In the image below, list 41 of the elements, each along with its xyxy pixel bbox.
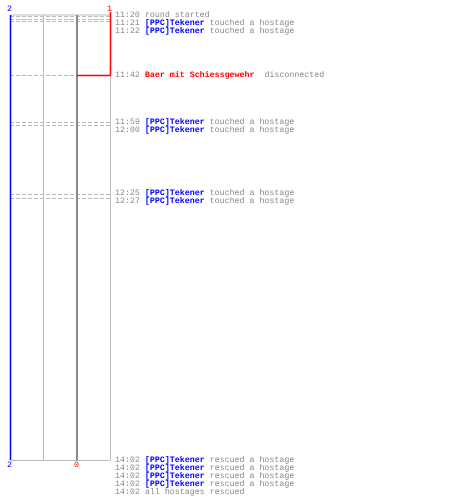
log-time: 14:02 [115, 465, 140, 473]
axis-number: 1 [107, 6, 112, 14]
log-event: all hostages rescued [144, 489, 244, 497]
player-name: [PPC]Tekener [144, 190, 205, 198]
axis-number: 2 [7, 462, 12, 470]
log-event: rescued a hostage [210, 473, 294, 481]
player-name: [PPC]Tekener [144, 473, 205, 481]
log-time: 11:21 [115, 20, 140, 28]
log-time: 11:59 [115, 119, 140, 127]
log-event: rescued a hostage [210, 465, 294, 473]
log-time: 14:02 [115, 481, 140, 489]
player-name: [PPC]Tekener [144, 465, 205, 473]
player-name: [PPC]Tekener [144, 198, 205, 206]
log-time: 11:42 [115, 72, 140, 80]
log-time: 12:25 [115, 190, 140, 198]
log-event: rescued a hostage [210, 481, 294, 489]
log-event: touched a hostage [210, 127, 294, 135]
player-name: [PPC]Tekener [144, 457, 205, 465]
log-time: 11:22 [115, 28, 140, 36]
log-event: touched a hostage [210, 20, 294, 28]
player-name: [PPC]Tekener [144, 127, 205, 135]
player-name: Baer mit Schiessgewehr [144, 72, 254, 80]
log-time: 11:20 [115, 12, 140, 20]
player-name: [PPC]Tekener [144, 20, 205, 28]
log-event: touched a hostage [210, 198, 294, 206]
player-name: [PPC]Tekener [144, 481, 205, 489]
log-time: 14:02 [115, 457, 140, 465]
axis-number: 2 [7, 6, 12, 14]
log-event: touched a hostage [210, 119, 294, 127]
player-name: [PPC]Tekener [144, 119, 205, 127]
log-event: rescued a hostage [210, 457, 294, 465]
axis-number: 0 [74, 462, 79, 470]
log-event: disconnected [264, 72, 324, 80]
log-event: touched a hostage [210, 28, 294, 36]
log-event: touched a hostage [210, 190, 294, 198]
player-name: [PPC]Tekener [144, 28, 205, 36]
log-time: 14:02 [115, 473, 140, 481]
log-time: 12:00 [115, 127, 140, 135]
log-time: 14:02 [115, 489, 140, 497]
log-event: round started [144, 12, 210, 20]
log-time: 12:27 [115, 198, 140, 206]
